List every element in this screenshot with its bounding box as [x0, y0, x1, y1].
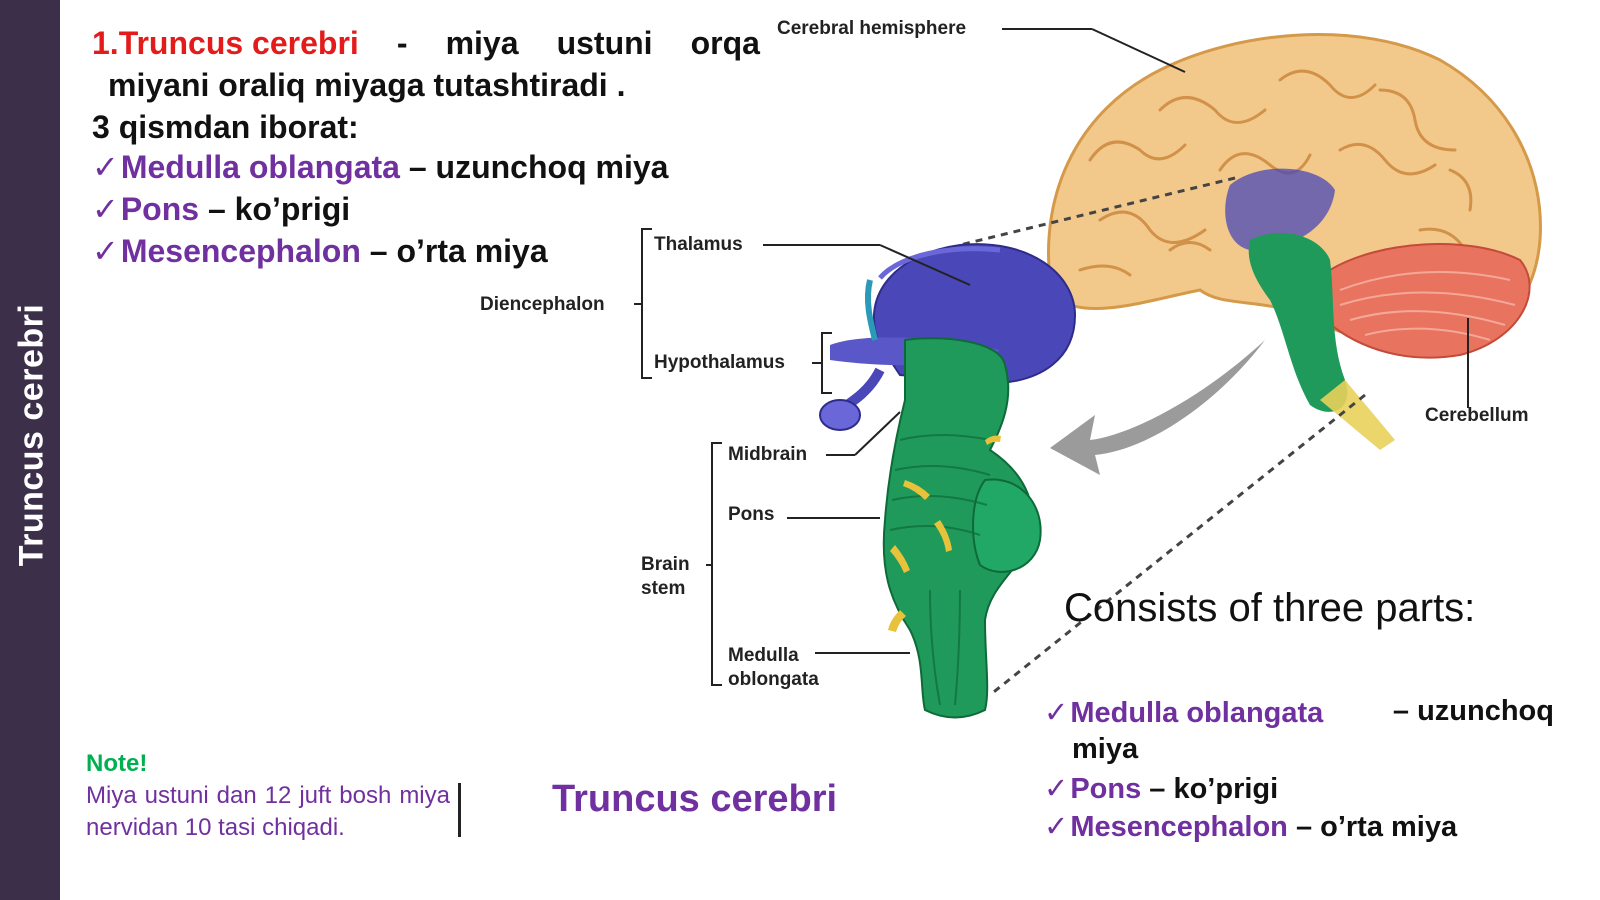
cerebrum-illustration — [1047, 33, 1542, 450]
part-name: Medulla oblangata — [120, 149, 400, 185]
intro-dash: - — [396, 25, 408, 61]
intro-line-2: miyani oraliq miyaga tutashtiradi . — [108, 67, 626, 103]
right-part-mesencephalon: ✓Mesencephalon – o’rta miya — [1044, 809, 1457, 844]
sidebar: Truncus cerebri — [0, 0, 60, 900]
right-part-desc: – uzunchoq — [1392, 695, 1554, 727]
part-name: Pons — [120, 191, 200, 227]
brainstem-illustration — [882, 337, 1042, 719]
consists-heading: Consists of three parts: — [1064, 586, 1476, 630]
right-part-desc: – ko’prigi — [1149, 773, 1279, 805]
label-brain-stem: Brain stem — [641, 553, 690, 601]
check-icon: ✓ — [1044, 773, 1069, 805]
part-desc: – ko’prigi — [207, 191, 351, 227]
part-item-pons: ✓Pons – ko’prigi — [92, 190, 350, 228]
note-divider — [458, 783, 461, 837]
intro-text: 1.Truncus cerebri - miya ustuni orqa miy… — [92, 22, 760, 148]
right-part-pons: ✓Pons – ko’prigi — [1044, 771, 1278, 806]
note-title: Note! — [86, 750, 148, 777]
label-diencephalon: Diencephalon — [480, 294, 605, 315]
label-medulla: Medulla — [728, 645, 799, 666]
right-part-medulla: ✓Medulla oblangata – uzunchoq — [1044, 695, 1554, 730]
intro-line-3: 3 qismdan iborat: — [92, 109, 359, 145]
part-desc: – uzunchoq miya — [408, 149, 669, 185]
note-text: Miya ustuni dan 12 juft bosh miya nervid… — [86, 782, 450, 841]
connector-line-top — [959, 176, 1236, 247]
cerebellum-illustration — [1318, 243, 1531, 359]
right-part-medulla-cont: miya — [1072, 733, 1139, 765]
part-desc: – o’rta miya — [369, 233, 548, 269]
part-item-medulla: ✓Medulla oblangata – uzunchoq miya — [92, 148, 668, 186]
intro-term: 1.Truncus cerebri — [92, 25, 359, 61]
check-icon: ✓ — [92, 191, 119, 227]
check-icon: ✓ — [92, 149, 119, 185]
label-hypothalamus: Hypothalamus — [654, 352, 785, 373]
label-midbrain: Midbrain — [728, 444, 808, 465]
part-name: Mesencephalon — [120, 233, 361, 269]
label-oblongata: oblongata — [728, 669, 819, 690]
right-part-name: Mesencephalon — [1070, 811, 1288, 843]
intro-word-3: orqa — [690, 25, 760, 61]
label-cerebellum: Cerebellum — [1425, 405, 1529, 426]
leader-lines — [634, 28, 1469, 686]
intro-word-2: ustuni — [556, 25, 653, 61]
connector-line-bottom — [989, 393, 1366, 697]
check-icon: ✓ — [92, 233, 119, 269]
arrow-icon — [1050, 340, 1265, 475]
check-icon: ✓ — [1044, 697, 1069, 729]
intro-word-1: miya — [445, 25, 519, 61]
right-part-name: Medulla oblangata — [1070, 697, 1324, 729]
right-part-desc: – o’rta miya — [1295, 811, 1458, 843]
label-cerebral-hemisphere: Cerebral hemisphere — [777, 18, 967, 39]
part-item-mesencephalon: ✓Mesencephalon – o’rta miya — [92, 232, 548, 270]
center-title: Truncus cerebri — [552, 778, 838, 820]
check-icon: ✓ — [1044, 811, 1069, 843]
label-thalamus: Thalamus — [654, 234, 743, 255]
label-pons: Pons — [728, 504, 775, 525]
label-medulla-oblongata: Medulla oblongata — [728, 644, 819, 692]
right-part-name: Pons — [1070, 773, 1142, 805]
label-stem: stem — [641, 578, 686, 599]
label-brain: Brain — [641, 554, 690, 575]
